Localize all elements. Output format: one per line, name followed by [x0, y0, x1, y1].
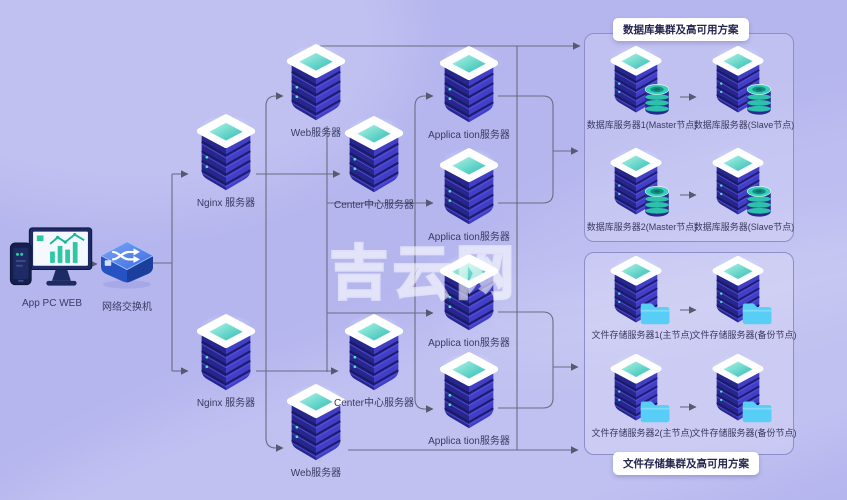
node-application-1: Applica tion服务器 — [424, 44, 514, 141]
database-cluster-title: 数据库集群及高可用方案 — [613, 18, 749, 41]
server-icon — [342, 312, 406, 392]
database-server-icon — [602, 146, 682, 218]
file-storage-server-icon — [704, 254, 784, 326]
node-center-2: Center中心服务器 — [329, 312, 419, 409]
node-application-2: Applica tion服务器 — [424, 146, 514, 243]
folder-icon — [740, 395, 776, 426]
node-db-master-1: 数据库服务器1(Master节点) — [587, 44, 697, 131]
node-label: App PC WEB — [21, 298, 83, 309]
database-server-icon — [704, 146, 784, 218]
node-db-master-2: 数据库服务器2(Master节点) — [587, 146, 697, 233]
node-label: 数据库服务器(Slave节点) — [693, 120, 795, 130]
node-label: Applica tion服务器 — [428, 338, 510, 349]
storage-cluster-title: 文件存储集群及高可用方案 — [613, 452, 759, 475]
folder-icon — [638, 395, 674, 426]
node-label: Center中心服务器 — [333, 200, 414, 211]
node-fs-backup-2: 文件存储服务器(备份节点) — [691, 352, 797, 439]
node-nginx-1: Nginx 服务器 — [181, 112, 271, 209]
node-fs-main-1: 文件存储服务器1(主节点) — [590, 254, 694, 341]
node-label: 网络交换机 — [102, 302, 152, 313]
node-label: Center中心服务器 — [333, 398, 414, 409]
server-icon — [194, 112, 258, 192]
node-label: Applica tion服务器 — [428, 436, 510, 447]
server-icon — [437, 146, 501, 226]
folder-icon — [638, 297, 674, 328]
file-storage-server-icon — [602, 352, 682, 424]
devices-icon — [8, 226, 96, 296]
node-client-devices: App PC WEB — [4, 226, 100, 309]
watermark: 吉云网 — [328, 238, 520, 309]
node-label: 文件存储服务器(备份节点) — [691, 428, 797, 438]
node-label: 文件存储服务器(备份节点) — [691, 330, 797, 340]
node-nginx-2: Nginx 服务器 — [181, 312, 271, 409]
node-label: 文件存储服务器1(主节点) — [591, 330, 693, 340]
node-network-switch: 网络交换机 — [87, 238, 167, 313]
database-server-icon — [704, 44, 784, 116]
database-cylinder-icon — [742, 81, 776, 118]
server-icon — [437, 350, 501, 430]
node-label: Applica tion服务器 — [428, 130, 510, 141]
node-label: Applica tion服务器 — [428, 232, 510, 243]
server-icon — [194, 312, 258, 392]
server-icon — [284, 42, 348, 122]
network-switch-icon — [95, 238, 159, 290]
database-cylinder-icon — [742, 183, 776, 220]
node-label: 文件存储服务器2(主节点) — [591, 428, 693, 438]
database-cylinder-icon — [640, 183, 674, 220]
node-application-4: Applica tion服务器 — [424, 350, 514, 447]
node-application-3: Applica tion服务器 — [424, 252, 514, 349]
node-db-slave-2: 数据库服务器(Slave节点) — [692, 146, 796, 233]
database-cylinder-icon — [640, 81, 674, 118]
folder-icon — [740, 297, 776, 328]
node-center-1: Center中心服务器 — [329, 114, 419, 211]
file-storage-server-icon — [704, 352, 784, 424]
node-label: Nginx 服务器 — [196, 398, 256, 409]
node-fs-main-2: 文件存储服务器2(主节点) — [590, 352, 694, 439]
node-web-1: Web服务器 — [271, 42, 361, 139]
node-fs-backup-1: 文件存储服务器(备份节点) — [691, 254, 797, 341]
node-label: Nginx 服务器 — [196, 198, 256, 209]
node-label: 数据库服务器2(Master节点) — [586, 222, 698, 232]
file-storage-server-icon — [602, 254, 682, 326]
server-icon — [342, 114, 406, 194]
server-icon — [437, 44, 501, 124]
node-label: 数据库服务器1(Master节点) — [586, 120, 698, 130]
node-label: Web服务器 — [290, 128, 342, 139]
node-db-slave-1: 数据库服务器(Slave节点) — [692, 44, 796, 131]
node-web-2: Web服务器 — [271, 382, 361, 479]
database-server-icon — [602, 44, 682, 116]
node-label: 数据库服务器(Slave节点) — [693, 222, 795, 232]
node-label: Web服务器 — [290, 468, 342, 479]
